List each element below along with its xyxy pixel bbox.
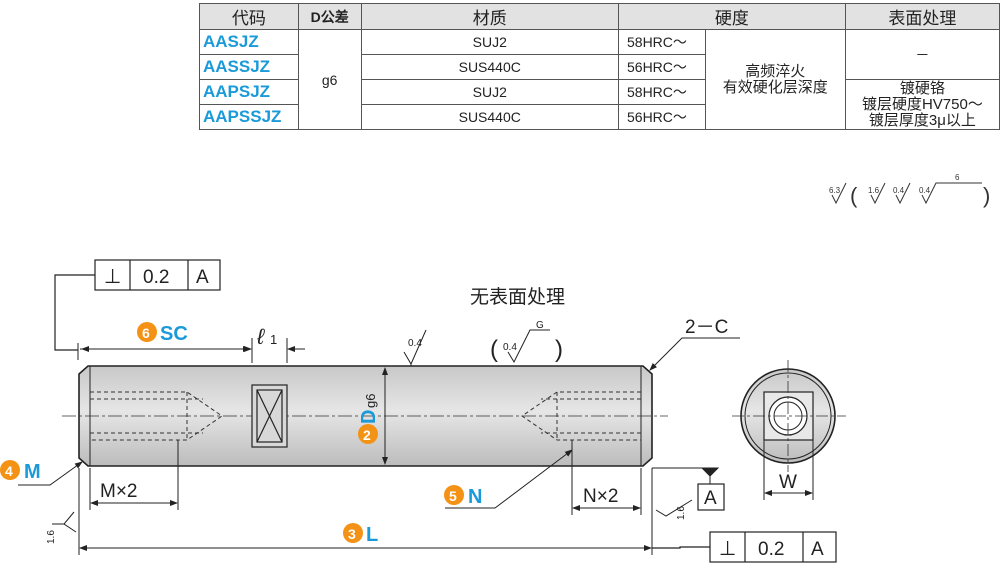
roughness-right-mark <box>655 499 693 517</box>
sc-label: SC <box>160 323 188 345</box>
plating-line3: 镀层厚度3μ以上 <box>868 111 976 129</box>
m-label: M <box>24 461 41 483</box>
datum-top: A <box>196 267 209 288</box>
m-leader <box>18 461 83 486</box>
code-cell: AAPSJZ <box>199 79 299 105</box>
left-tapped-hole <box>90 391 223 441</box>
roughness-top-value: 0.4 <box>408 338 422 349</box>
perp-value-bottom: 0.2 <box>758 539 784 560</box>
w-label: W <box>779 472 797 493</box>
l1-subscript: 1 <box>270 332 277 347</box>
table-row: AAPSJZ SUJ2 58HRC～ 镀硬铬 镀层硬度HV750～ 镀层厚度3μ… <box>199 79 1000 130</box>
d-subscript: g6 <box>363 394 378 408</box>
table-header-row: 代码 D公差 材质 硬度 表面处理 <box>199 3 1000 30</box>
no-surface-treatment-label: 无表面处理 <box>470 286 565 308</box>
right-tapped-hole <box>521 391 641 441</box>
roughness-left-mark <box>63 511 77 533</box>
plating-line2: 镀层硬度HV750～ <box>861 95 983 113</box>
hardening-line2: 有效硬化层深度 <box>722 78 828 96</box>
roughness-mark-b <box>895 182 911 205</box>
header-surface: 表面处理 <box>844 3 1000 30</box>
perp-symbol-bottom: ⊥ <box>719 538 736 560</box>
m-badge-num: 4 <box>5 463 13 479</box>
roughness-close-paren: ) <box>983 183 990 208</box>
chamfer-note: 2－C <box>685 317 728 338</box>
roughness-paren-c-note: 6 <box>955 173 960 182</box>
perp-value-top: 0.2 <box>143 267 169 288</box>
m-badge <box>0 460 20 480</box>
roughness-main-value: 6.3 <box>829 186 841 195</box>
material-cell: SUS440C <box>360 54 619 80</box>
perp-symbol-top: ⊥ <box>104 266 121 288</box>
roughness-mark-c <box>921 182 982 205</box>
surface-none-cell: － <box>844 29 1000 80</box>
roughness-paren-note: G <box>536 320 544 331</box>
l1-label: ℓ <box>256 324 265 349</box>
code-cell: AAPSSJZ <box>199 104 299 130</box>
plating-cell: 镀硬铬 镀层硬度HV750～ 镀层厚度3μ以上 <box>844 79 1000 130</box>
roughness-paren-a: 1.6 <box>868 186 880 195</box>
roughness-open-paren: ( <box>850 183 858 208</box>
datum-a-box: A <box>704 488 717 509</box>
pin-body <box>62 365 668 467</box>
l-label: L <box>366 524 378 546</box>
n-badge-num: 5 <box>449 488 457 504</box>
m-times-2-label: M×2 <box>100 481 138 502</box>
l-badge-num: 3 <box>348 526 356 542</box>
end-view <box>732 360 846 472</box>
spec-table: 代码 D公差 材质 硬度 表面处理 AASJZ g6 SUJ2 58HRC～ 高… <box>199 3 1000 130</box>
header-code: 代码 <box>199 3 299 30</box>
paren-close-mid: ) <box>555 336 563 363</box>
roughness-mark-a <box>870 182 886 205</box>
roughness-paren-value: 0.4 <box>503 342 517 353</box>
hardening-note-cell: 高频淬火 有效硬化层深度 <box>704 29 846 130</box>
material-cell: SUJ2 <box>360 79 619 105</box>
material-cell: SUJ2 <box>360 29 619 55</box>
n-label: N <box>468 486 482 508</box>
l-badge <box>343 523 363 543</box>
roughness-left-value: 1.6 <box>46 530 57 544</box>
hardening-line1: 高频淬火 <box>745 62 806 80</box>
n-times-2-label: N×2 <box>583 486 618 507</box>
tolerance-cell: g6 <box>297 29 362 130</box>
perp-frame-bottom <box>652 531 837 563</box>
sc-badge <box>137 322 157 342</box>
roughness-legend <box>831 182 982 205</box>
datum-bottom: A <box>811 539 824 560</box>
table-row: AAPSSJZ SUS440C 56HRC～ <box>199 104 1000 130</box>
header-hardness: 硬度 <box>618 3 846 30</box>
table-row: AASJZ g6 SUJ2 58HRC～ 高频淬火 有效硬化层深度 － <box>199 29 1000 130</box>
material-cell: SUS440C <box>360 104 619 130</box>
roughness-right-value: 1.6 <box>676 506 687 520</box>
n-badge <box>444 485 464 505</box>
roughness-paren-mark <box>507 329 550 364</box>
plating-line1: 镀硬铬 <box>899 79 945 97</box>
hardness-cell: 56HRC～ <box>618 104 706 130</box>
roughness-paren-b: 0.4 <box>893 186 905 195</box>
perp-frame-top <box>54 259 221 351</box>
chamfer-leader <box>649 337 740 371</box>
d-label: D <box>358 410 380 424</box>
paren-open-mid: ( <box>490 336 498 363</box>
wrench-flat <box>251 384 288 448</box>
sc-badge-num: 6 <box>142 325 150 341</box>
d-badge <box>358 424 378 444</box>
hardness-cell: 58HRC～ <box>618 29 706 55</box>
d-badge-num: 2 <box>363 427 371 443</box>
roughness-mark-main <box>831 182 847 205</box>
n-leader <box>445 449 573 509</box>
roughness-paren-c: 0.4 <box>919 186 931 195</box>
